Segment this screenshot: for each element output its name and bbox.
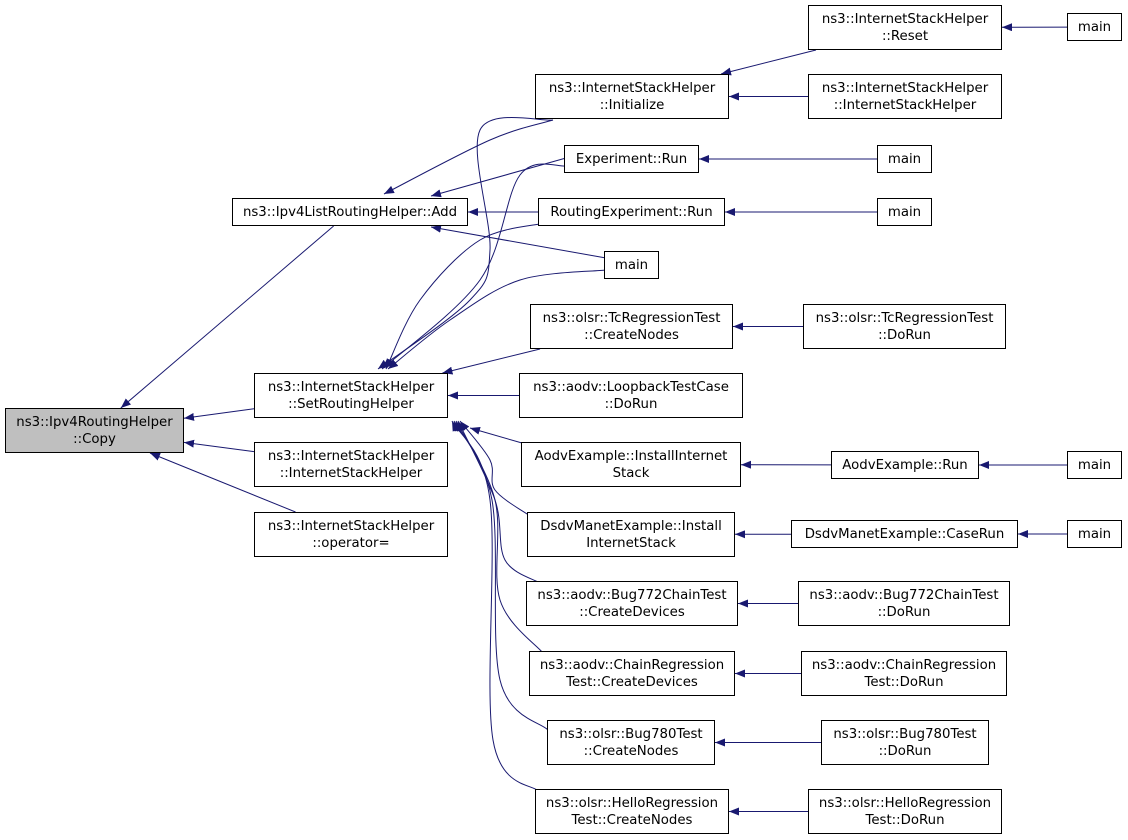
node-label-line: ns3::aodv::Bug772ChainTest [537,587,727,603]
node-mainExp[interactable]: main [877,145,932,173]
edge-ishInit-to-setRouting [377,117,554,370]
edge-listAdd-to-copy [120,225,334,409]
node-label-line: ns3::InternetStackHelper [267,448,435,464]
node-label-line: main [1077,457,1112,473]
node-label-line: ::DoRun [878,327,931,343]
edge-ishReset-to-ishInit [720,49,817,76]
node-mainDsdv[interactable]: main [1067,520,1122,548]
node-label-line: Experiment::Run [575,151,688,167]
edge-ishOpEq-to-copy [149,452,296,513]
node-label-line: ::InternetStackHelper [833,97,977,113]
node-label-line: ns3::InternetStackHelper [548,80,716,96]
node-label-line: ::DoRun [877,604,931,620]
node-label-line: ns3::InternetStackHelper [821,11,989,27]
node-routExpRun[interactable]: RoutingExperiment::Run [538,198,725,226]
edge-ishInit-to-listAdd [383,119,554,195]
node-ishOpEq[interactable]: ns3::InternetStackHelper::operator= [254,512,448,557]
node-ishReset[interactable]: ns3::InternetStackHelper::Reset [808,5,1002,50]
node-label-line: ::DoRun [878,743,932,759]
node-label-line: ::operator= [312,535,390,551]
edge-mainMid-to-listAdd [430,224,607,259]
node-label-line: main [887,204,922,220]
node-label-line: AodvExample::InstallInternet [534,448,728,464]
node-label-line: main [887,151,922,167]
node-label-line: ns3::aodv::LoopbackTestCase [533,379,729,395]
edge-dsdvInstall-to-setRouting [459,420,531,517]
node-label-line: ::Initialize [599,97,665,113]
node-mainRout[interactable]: main [877,198,932,226]
node-ishCtor2[interactable]: ns3::InternetStackHelper::InternetStackH… [808,74,1002,119]
node-loopback[interactable]: ns3::aodv::LoopbackTestCase::DoRun [519,373,743,418]
node-aodvRun[interactable]: AodvExample::Run [831,451,979,479]
node-bug780Run[interactable]: ns3::olsr::Bug780Test::DoRun [821,720,989,765]
node-label-line: Test::CreateNodes [571,812,693,828]
node-tcCreate[interactable]: ns3::olsr::TcRegressionTest::CreateNodes [530,304,733,349]
node-ishCtor[interactable]: ns3::InternetStackHelper::InternetStackH… [254,442,448,487]
node-label-line: ns3::InternetStackHelper [267,518,435,534]
edge-mainMid-to-setRouting [387,269,607,370]
node-label-line: ::Reset [881,28,929,44]
node-label-line: ::CreateNodes [584,327,679,343]
edge-setRouting-to-copy [183,408,255,421]
node-label-line: ::Copy [73,431,116,447]
node-label-line: Test::DoRun [865,812,945,828]
node-label-line: main [1077,19,1112,35]
node-expRun[interactable]: Experiment::Run [564,145,699,173]
node-label-line: DsdvManetExample::Install [540,518,722,534]
node-label-line: ns3::olsr::TcRegressionTest [542,310,721,326]
node-label-line: ns3::olsr::Bug780Test [833,726,977,742]
edge-aodvInstall-to-setRouting [469,426,523,444]
node-label-line: ::InternetStackHelper [279,465,423,481]
node-label-line: ns3::InternetStackHelper [267,379,435,395]
node-mainMid[interactable]: main [604,251,659,279]
node-label-line: ns3::InternetStackHelper [821,80,989,96]
edge-expRun-to-setRouting [381,163,567,370]
node-label-line: Test::CreateDevices [566,674,698,690]
node-label-line: AodvExample::Run [842,457,968,473]
node-label-line: ns3::Ipv4RoutingHelper [16,414,173,430]
node-listAdd[interactable]: ns3::Ipv4ListRoutingHelper::Add [232,198,468,226]
node-label-line: ns3::olsr::Bug780Test [559,726,703,742]
node-label-line: Test::DoRun [864,674,944,690]
edge-bug780Create-to-setRouting [453,420,549,731]
node-bug772Create[interactable]: ns3::aodv::Bug772ChainTest::CreateDevice… [526,581,738,626]
node-bug772Run[interactable]: ns3::aodv::Bug772ChainTest::DoRun [798,581,1010,626]
node-label-line: Stack [612,465,650,481]
node-label-line: ns3::olsr::TcRegressionTest [815,310,994,326]
node-dsdvCase[interactable]: DsdvManetExample::CaseRun [791,520,1018,548]
node-label-line: main [1077,526,1112,542]
node-label-line: DsdvManetExample::CaseRun [804,526,1005,542]
node-mainReset[interactable]: main [1067,13,1122,41]
node-label-line: ns3::aodv::Bug772ChainTest [809,587,999,603]
node-ishInit[interactable]: ns3::InternetStackHelper::Initialize [535,74,729,119]
node-label-line: ns3::olsr::HelloRegression [545,795,719,811]
node-label-line: ns3::aodv::ChainRegression [811,657,997,673]
node-label-line: InternetStack [586,535,676,551]
node-label-line: ns3::Ipv4ListRoutingHelper::Add [242,204,458,220]
node-label-line: ::SetRoutingHelper [288,396,414,412]
node-setRouting[interactable]: ns3::InternetStackHelper::SetRoutingHelp… [254,373,448,418]
node-label-line: ns3::aodv::ChainRegression [539,657,725,673]
node-copy: ns3::Ipv4RoutingHelper::Copy [5,408,184,453]
node-label-line: ::CreateDevices [579,604,685,620]
node-tcRun[interactable]: ns3::olsr::TcRegressionTest::DoRun [803,304,1006,349]
node-label-line: RoutingExperiment::Run [550,204,713,220]
node-bug780Create[interactable]: ns3::olsr::Bug780Test::CreateNodes [547,720,715,765]
node-label-line: ns3::olsr::HelloRegression [818,795,992,811]
node-mainAodv[interactable]: main [1067,451,1122,479]
edge-ishCtor-to-copy [183,439,255,453]
node-label-line: ::DoRun [604,396,658,412]
edge-helloCreate-to-setRouting [451,420,541,793]
node-label-line: ::CreateNodes [583,743,679,759]
edge-tcCreate-to-setRouting [442,348,541,375]
edge-routExpRun-to-setRouting [385,222,546,370]
node-label-line: main [614,257,649,273]
